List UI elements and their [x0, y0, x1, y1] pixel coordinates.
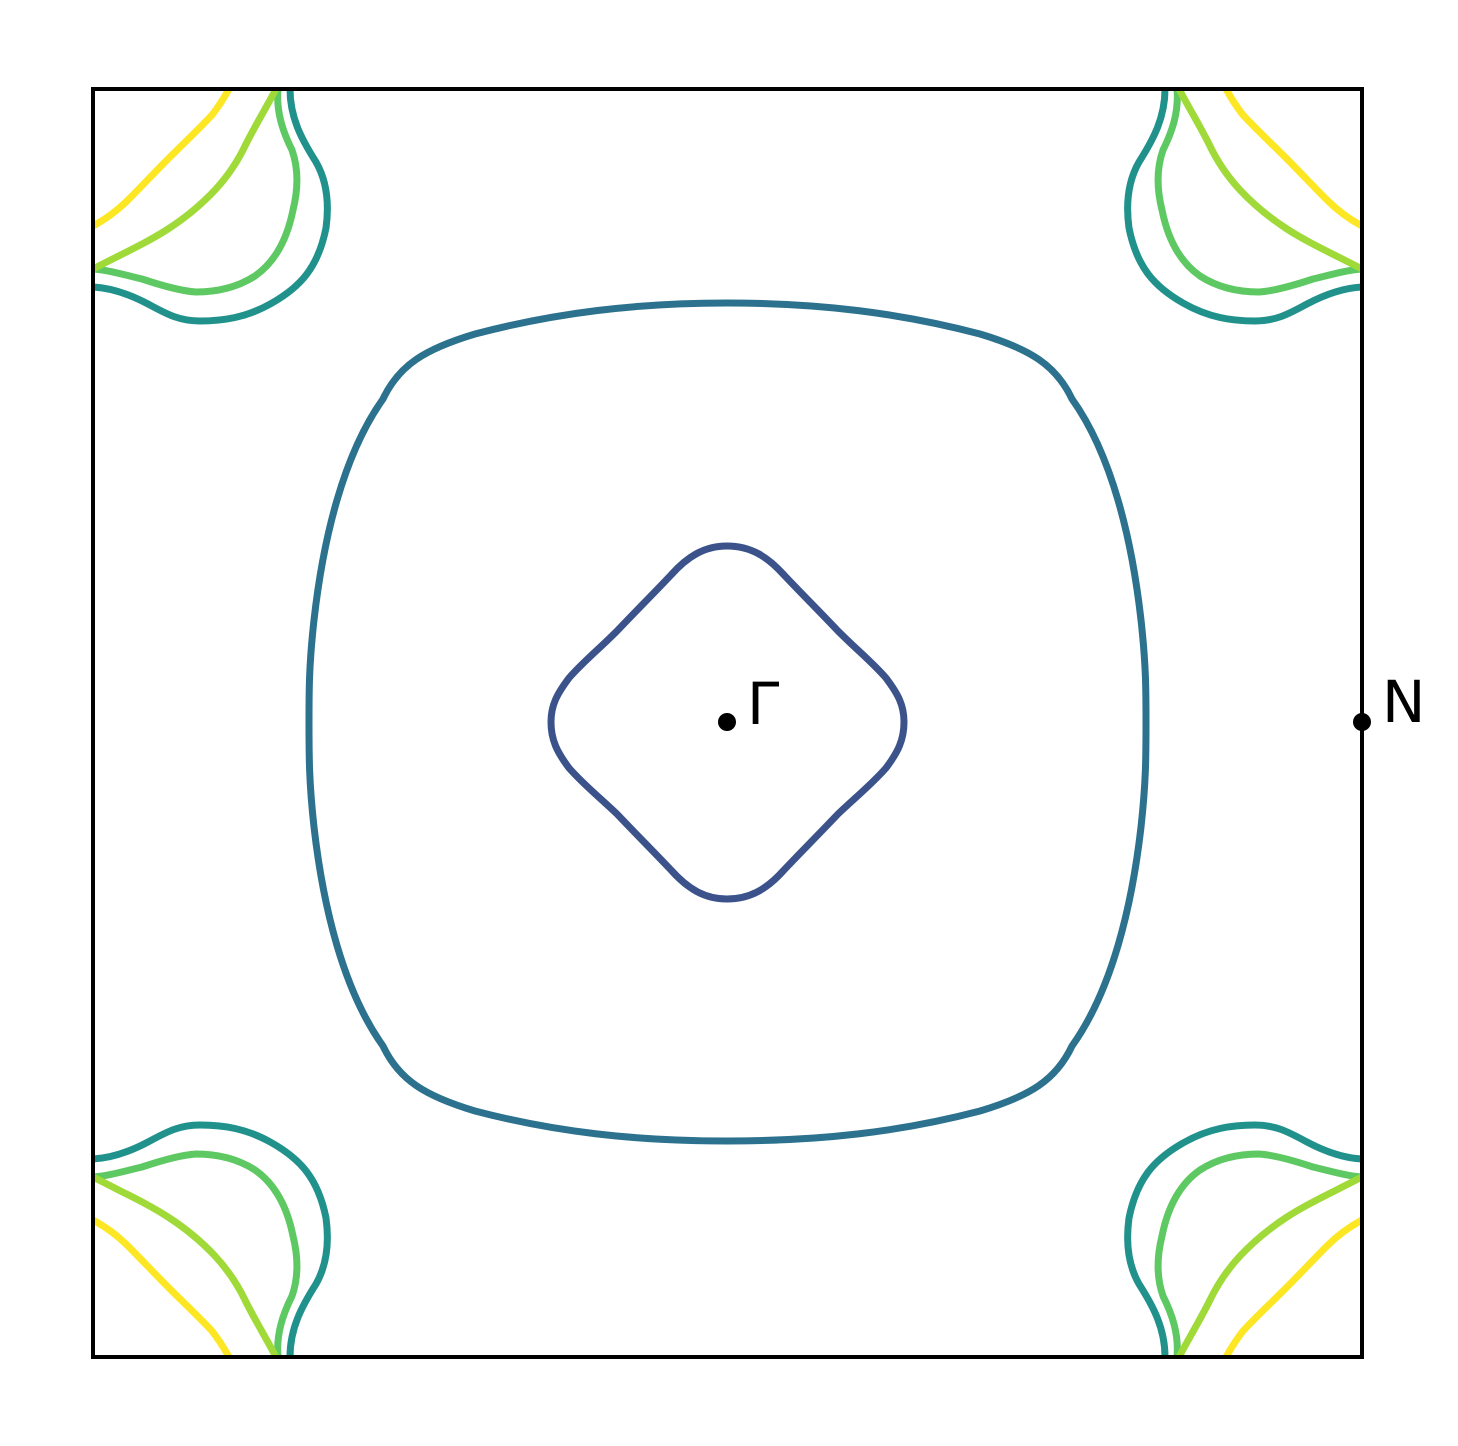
corner-pocket-tip-contour: [93, 89, 233, 230]
corner-pocket-tip-contour: [1222, 89, 1362, 230]
n-point-label: N: [1382, 668, 1425, 736]
gamma-point-marker: [718, 713, 736, 731]
corner-pocket-tip-contour: [1222, 1216, 1362, 1357]
corner-pocket-inner-contour: [1175, 1173, 1362, 1357]
corner-pocket-middle-contour: [93, 89, 301, 296]
gamma-point-label: Γ: [747, 670, 779, 738]
corner-pocket-middle-contour: [93, 1150, 301, 1357]
corner-pockets-top-left: [93, 89, 331, 325]
contour-group: [93, 89, 1362, 1357]
n-point-marker: [1353, 713, 1371, 731]
corner-pocket-middle-contour: [1154, 89, 1362, 296]
corner-pocket-inner-contour: [93, 1173, 280, 1357]
corner-pocket-tip-contour: [93, 1216, 233, 1357]
corner-pocket-inner-contour: [1175, 89, 1362, 273]
outer-sheet-contour: [305, 299, 1150, 1145]
corner-pockets-bottom-right: [1124, 1121, 1362, 1357]
corner-pockets-top-right: [1124, 89, 1362, 325]
corner-pocket-outer-contour: [1124, 89, 1362, 325]
corner-pockets-bottom-left: [93, 1121, 331, 1357]
corner-pocket-inner-contour: [93, 89, 280, 273]
inner-pocket-contour: [547, 542, 908, 903]
corner-pocket-outer-contour: [93, 1121, 331, 1357]
corner-pocket-outer-contour: [1124, 1121, 1362, 1357]
corner-pocket-middle-contour: [1154, 1150, 1362, 1357]
corner-pocket-outer-contour: [93, 89, 331, 325]
